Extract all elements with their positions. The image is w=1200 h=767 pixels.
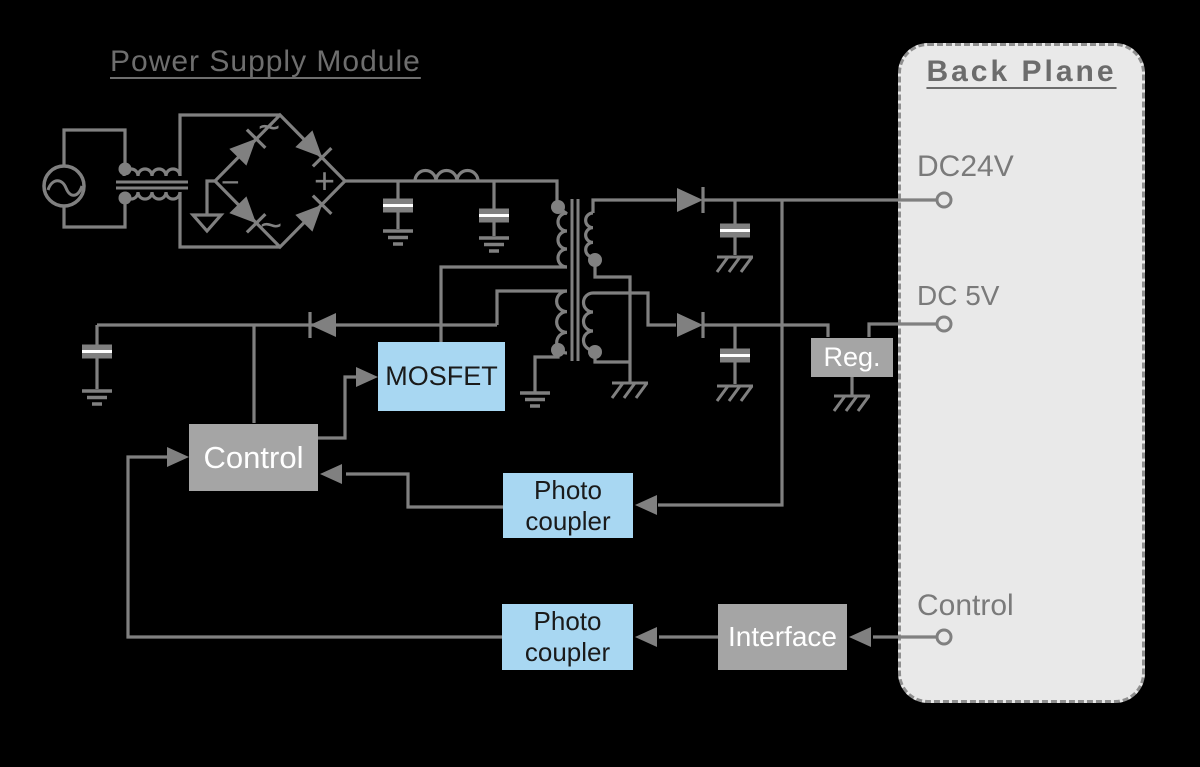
arrowhead-icon (635, 495, 657, 515)
diode-icon (677, 187, 705, 213)
terminal-control-icon (935, 628, 953, 646)
regulator-output-line (867, 322, 937, 337)
capacitor-icon (720, 223, 750, 238)
control-supply-circuit (82, 312, 497, 423)
dc24v-output-circuit (658, 187, 937, 507)
chassis-ground-icon (610, 381, 649, 399)
terminal-dc24v-icon (935, 191, 953, 209)
backplane-panel (898, 43, 1145, 703)
chassis-ground-icon (832, 394, 871, 412)
chassis-ground-icon (715, 384, 754, 402)
port-label-dc5v: DC 5V (917, 280, 1000, 311)
bridge-rectifier-icon (189, 112, 348, 250)
capacitor-icon (720, 348, 750, 363)
terminal-dc5v-icon (935, 315, 953, 333)
capacitor-icon (383, 198, 413, 213)
capacitor-icon (82, 344, 112, 359)
earth-ground-icon (479, 236, 509, 253)
diode-icon (308, 312, 336, 338)
transformer-icon (439, 198, 676, 408)
signal-ground-icon (189, 179, 225, 234)
arrowhead-icon (356, 367, 378, 387)
page-title: Power Supply Module (110, 45, 421, 78)
capacitor-icon (479, 208, 509, 223)
mosfet-block: MOSFET (378, 342, 505, 411)
port-label-dc24v: DC24V (917, 150, 1014, 183)
backplane-terminals (935, 191, 953, 646)
earth-ground-icon (520, 391, 550, 408)
arrowhead-icon (849, 627, 871, 647)
photo-coupler-bottom-block: Photo coupler (502, 604, 633, 670)
diode-icon (677, 312, 705, 338)
feedback-line (658, 200, 784, 507)
ac-symbol: ~ (258, 107, 281, 149)
ac-symbol: ~ (260, 205, 283, 247)
control-block: Control (189, 424, 318, 491)
plus-symbol: + (314, 160, 336, 201)
dc-filter-icon (345, 168, 559, 253)
interface-block: Interface (718, 604, 847, 670)
earth-ground-icon (82, 389, 112, 406)
line-filter-icon (116, 113, 280, 249)
arrowhead-icon (320, 464, 342, 484)
dc5v-output-circuit (677, 312, 937, 412)
earth-ground-icon (383, 229, 413, 246)
arrowhead-icon (167, 447, 189, 467)
port-label-control: Control (917, 589, 1014, 622)
signal-wiring (126, 367, 937, 647)
regulator-block: Reg. (811, 338, 893, 377)
ac-source-icon (42, 128, 127, 229)
chassis-ground-icon (715, 255, 754, 273)
minus-symbol: − (221, 164, 240, 200)
backplane-title: Back Plane (926, 55, 1117, 88)
arrowhead-icon (635, 627, 657, 647)
photo-coupler-top-block: Photo coupler (503, 473, 633, 538)
